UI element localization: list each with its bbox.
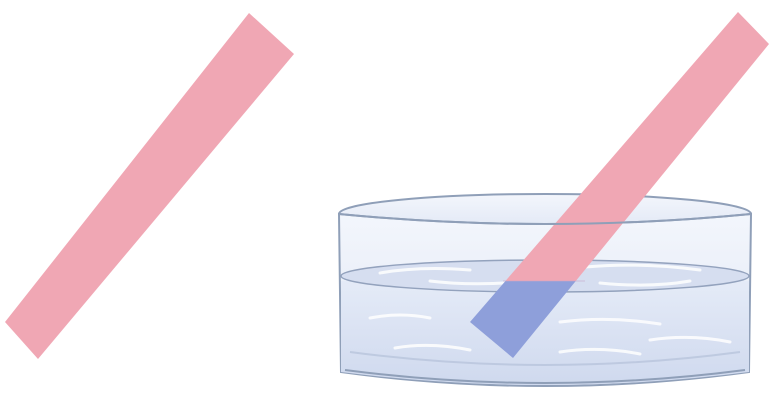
dry-litmus-strip bbox=[5, 13, 294, 359]
